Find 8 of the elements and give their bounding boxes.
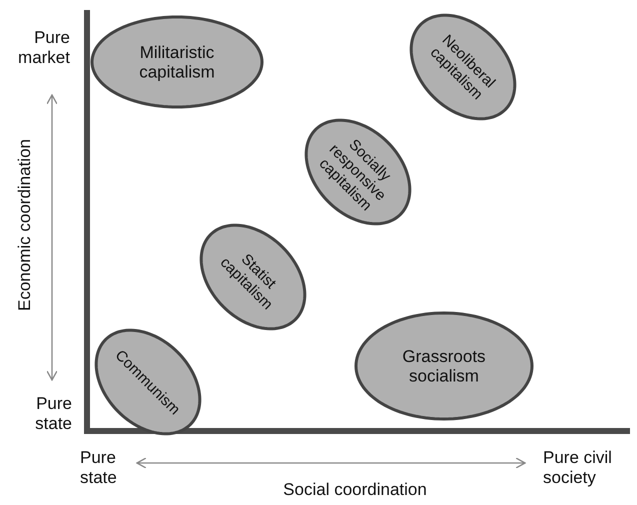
axis-title: Economic coordination bbox=[14, 139, 35, 311]
axis-end-label: Pure market bbox=[17, 28, 70, 69]
axis-end-label: Pure state bbox=[34, 394, 72, 435]
axis-end-label: Pure civil society bbox=[543, 448, 613, 489]
axis-end-label: Pure state bbox=[80, 448, 118, 489]
node-label: Grassroots socialism bbox=[402, 347, 486, 386]
node-label: Militaristic capitalism bbox=[139, 43, 215, 82]
axis-title: Social coordination bbox=[282, 480, 428, 500]
